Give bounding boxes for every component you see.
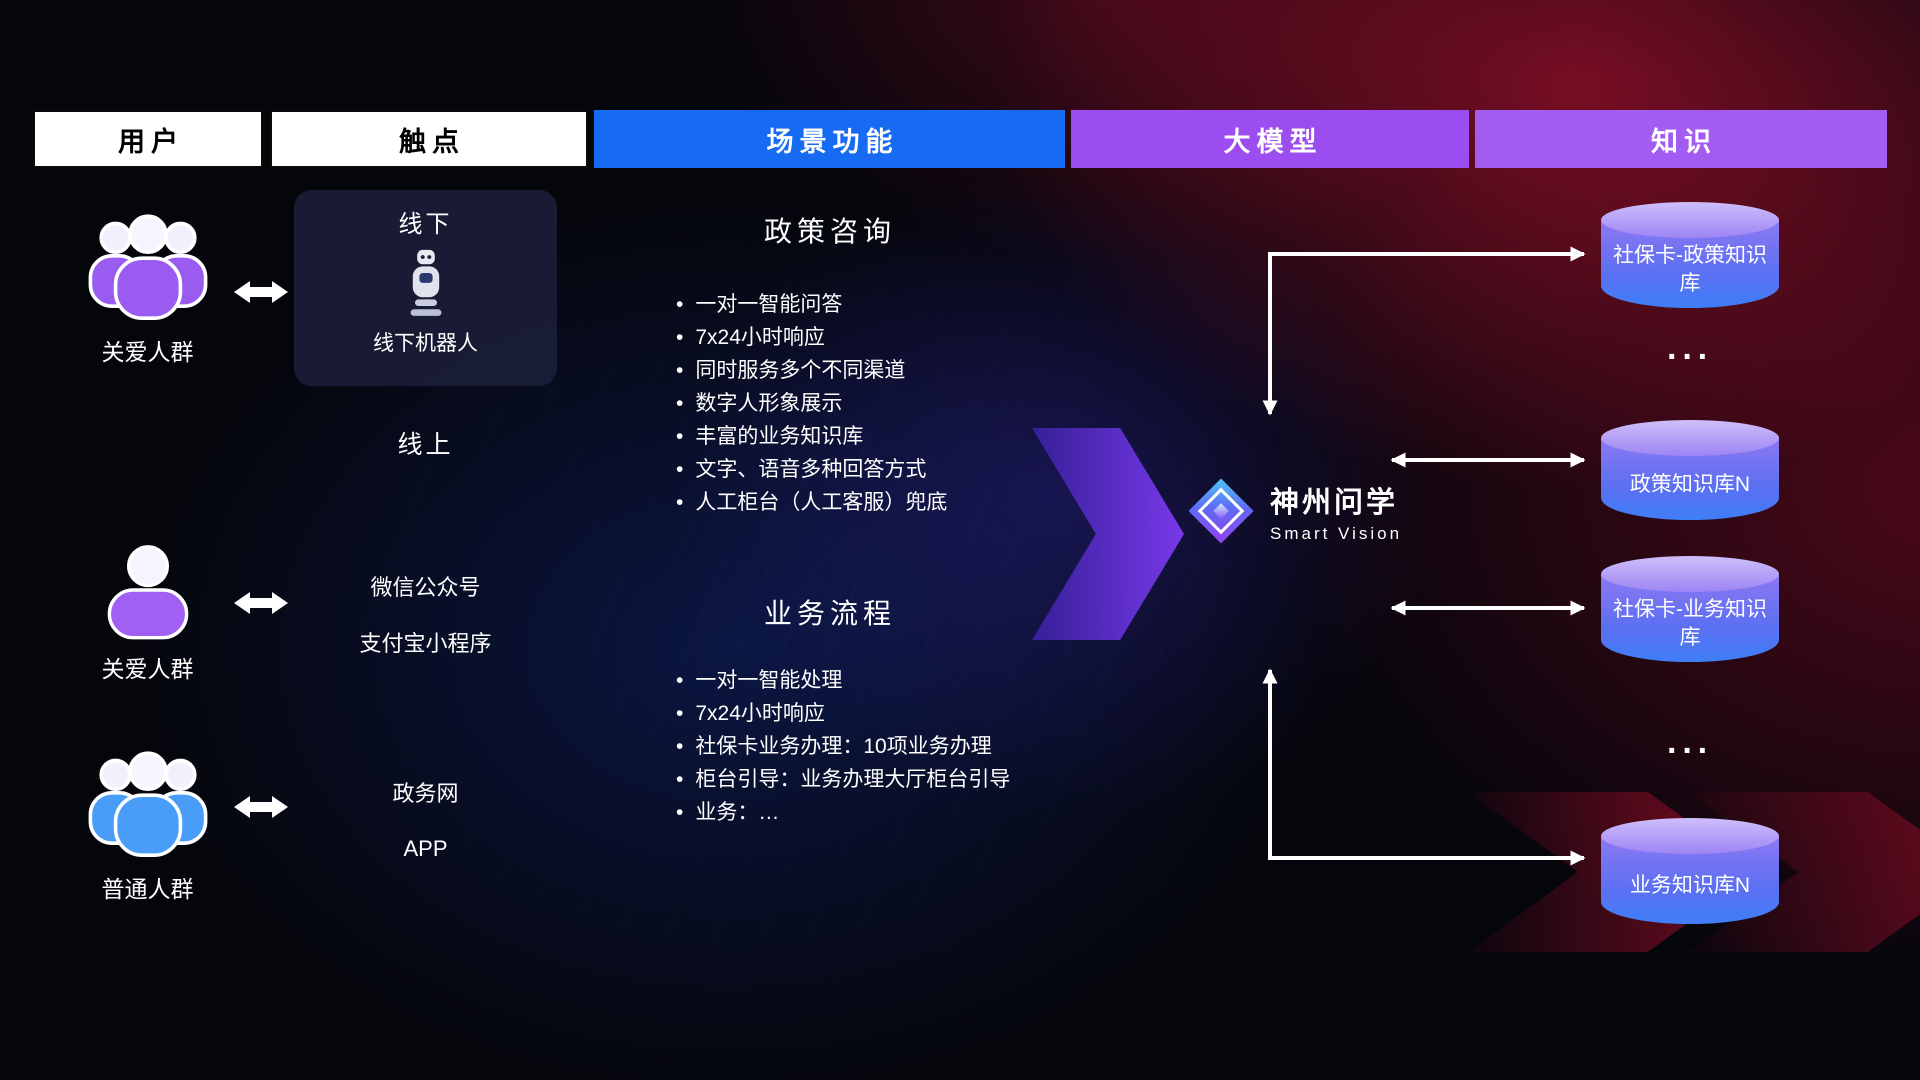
user-group-general: 普通人群 <box>40 740 255 904</box>
scene-title-business: 业务流程 <box>763 598 896 629</box>
scene-item: 7x24小时响应 <box>676 697 1010 730</box>
channel-alipay: 支付宝小程序 <box>359 631 492 656</box>
user-group-label: 关爱人群 <box>101 656 194 682</box>
brand-logo: 神州问学 Smart Vision <box>1188 478 1402 544</box>
header-col-knowledge: 知识 <box>1475 110 1887 168</box>
database-label: 社保卡-业务知识库 <box>1613 597 1767 649</box>
database-icon <box>1601 202 1779 238</box>
scene-item: 丰富的业务知识库 <box>676 420 947 453</box>
scene-item: 社保卡业务办理：10项业务办理 <box>676 730 1010 763</box>
group-users-icon <box>88 214 207 320</box>
offline-robot-label: 线下机器人 <box>373 332 478 355</box>
channel-gov-web: 政务网 <box>392 781 459 806</box>
database-icon <box>1601 420 1779 456</box>
user-single-care: 关爱人群 <box>40 540 255 684</box>
group-users-icon <box>88 751 207 857</box>
ellipsis-indicator: ··· <box>1667 338 1713 376</box>
database-icon <box>1601 556 1779 592</box>
scene-item: 数字人形象展示 <box>676 387 947 420</box>
header-col-touchpoints: 触点 <box>270 110 588 168</box>
scene-item: 人工柜台（人工客服）兜底 <box>676 486 947 519</box>
scene-item: 一对一智能问答 <box>676 288 947 321</box>
scene-item: 一对一智能处理 <box>676 664 1010 697</box>
brand-subtitle: Smart Vision <box>1270 523 1403 543</box>
user-group-label: 关爱人群 <box>101 339 194 365</box>
scene-item: 柜台引导：业务办理大厅柜台引导 <box>676 763 1010 796</box>
scene-item: 同时服务多个不同渠道 <box>676 354 947 387</box>
header-col-users: 用户 <box>33 110 263 168</box>
diamond-logo-icon <box>1188 478 1254 544</box>
scene-item: 7x24小时响应 <box>676 321 947 354</box>
database-label: 业务知识库N <box>1629 873 1751 897</box>
header-label: 触点 <box>399 126 465 157</box>
user-group-care: 关爱人群 <box>40 203 255 367</box>
scene-item: 业务：… <box>676 796 1010 829</box>
scene-item: 文字、语音多种回答方式 <box>676 453 947 486</box>
database-policy-n: 政策知识库N <box>1601 420 1779 520</box>
brand-name: 神州问学 <box>1270 486 1399 519</box>
scene-policy-list: 一对一智能问答 7x24小时响应 同时服务多个不同渠道 数字人形象展示 丰富的业… <box>676 288 947 519</box>
single-user-icon <box>107 545 188 640</box>
database-icon <box>1601 818 1779 854</box>
database-business-n: 业务知识库N <box>1601 818 1779 924</box>
offline-touchpoint-card: 线下 线下机器人 <box>294 190 557 386</box>
channel-wechat: 微信公众号 <box>370 575 481 600</box>
offline-title: 线下 <box>398 211 453 238</box>
scene-business-list: 一对一智能处理 7x24小时响应 社保卡业务办理：10项业务办理 柜台引导：业务… <box>676 664 1010 829</box>
header-label: 用户 <box>118 126 184 157</box>
ellipsis-indicator: ··· <box>1667 732 1713 770</box>
channel-app: APP <box>403 836 448 861</box>
header-col-scene-functions: 场景功能 <box>594 110 1065 168</box>
database-policy-social-card: 社保卡-政策知识库 <box>1601 202 1779 308</box>
online-title: 线上 <box>397 431 454 459</box>
database-label: 社保卡-政策知识库 <box>1613 243 1767 295</box>
database-label: 政策知识库N <box>1629 472 1751 496</box>
robot-icon <box>410 249 441 316</box>
header-label: 知识 <box>1651 126 1717 157</box>
header-label: 大模型 <box>1223 126 1323 157</box>
scene-title-policy: 政策咨询 <box>763 216 896 247</box>
user-group-label: 普通人群 <box>101 876 194 902</box>
database-business-social-card: 社保卡-业务知识库 <box>1601 556 1779 662</box>
header-col-large-model: 大模型 <box>1071 110 1469 168</box>
header-label: 场景功能 <box>766 126 899 157</box>
